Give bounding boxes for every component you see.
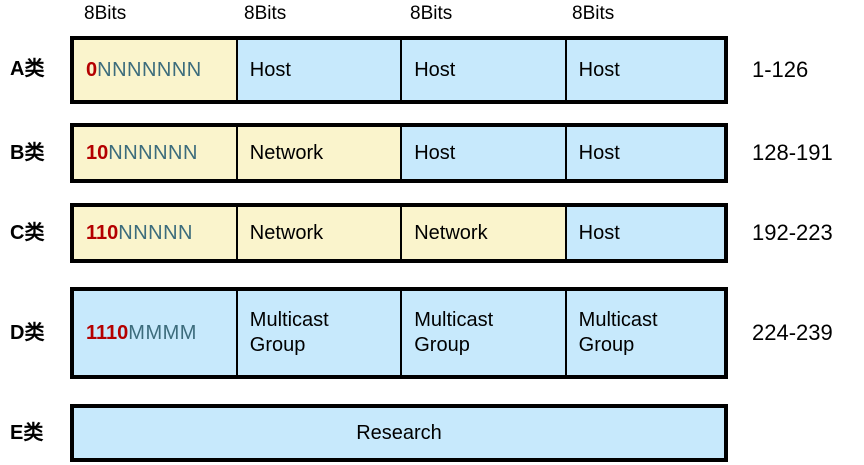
class-d-octet-4: Multicast Group [566,291,724,375]
class-a-octet-4: Host [566,40,724,100]
class-row-e: Research [70,404,728,462]
octet-header-strip: 8Bits 8Bits 8Bits 8Bits [74,0,728,30]
class-label-e: E类 [10,422,44,444]
class-b-octet-3: Host [402,127,567,179]
octet-header-label-1: 8Bits [84,3,127,24]
class-label-c: C类 [10,222,45,244]
class-a-variable-bits: NNNNNNN [97,58,202,81]
octet-header-label-2: 8Bits [244,3,287,24]
class-d-variable-bits: MMMM [128,321,197,344]
class-c-variable-bits: NNNNN [118,221,193,244]
class-label-d: D类 [10,322,45,344]
class-d-octet-2: Multicast Group [237,291,403,375]
octet-header-label-4: 8Bits [572,3,615,24]
class-d-prefix-bits: 1110 [86,321,129,344]
class-label-b: B类 [10,142,45,164]
class-c-octet-4: Host [566,207,724,259]
class-a-octet-3: Host [402,40,567,100]
class-c-octet-3: Network [402,207,567,259]
class-label-a: A类 [10,58,45,80]
class-b-range: 128-191 [752,140,833,165]
class-a-prefix-bits: 0 [86,58,98,81]
class-b-variable-bits: NNNNNN [108,141,198,164]
class-a-octet-2: Host [237,40,403,100]
class-e-full-span: Research [74,408,724,458]
class-b-octet-4: Host [566,127,724,179]
class-d-range: 224-239 [752,320,833,345]
class-a-range: 1-126 [752,57,809,82]
class-c-prefix-bits: 110 [86,221,119,244]
class-c-range: 192-223 [752,220,833,245]
octet-header-label-3: 8Bits [410,3,453,24]
class-b-octet-2: Network [237,127,403,179]
class-b-prefix-bits: 10 [86,141,109,164]
class-d-octet-3: Multicast Group [402,291,567,375]
class-c-octet-2: Network [237,207,403,259]
